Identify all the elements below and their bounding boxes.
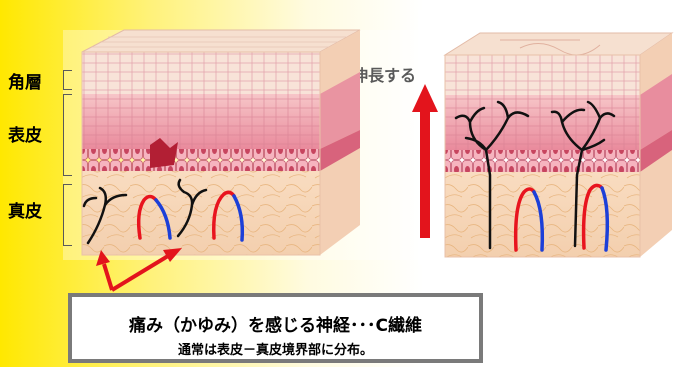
right-skin-block [418, 10, 683, 265]
caption-subtitle: 通常は表皮－真皮境界部に分布。 [72, 339, 479, 358]
caption-title: 痛み（かゆみ）を感じる神経･･･C繊維 [72, 311, 479, 336]
caption-box: 痛み（かゆみ）を感じる神経･･･C繊維 通常は表皮－真皮境界部に分布。 [68, 293, 483, 363]
